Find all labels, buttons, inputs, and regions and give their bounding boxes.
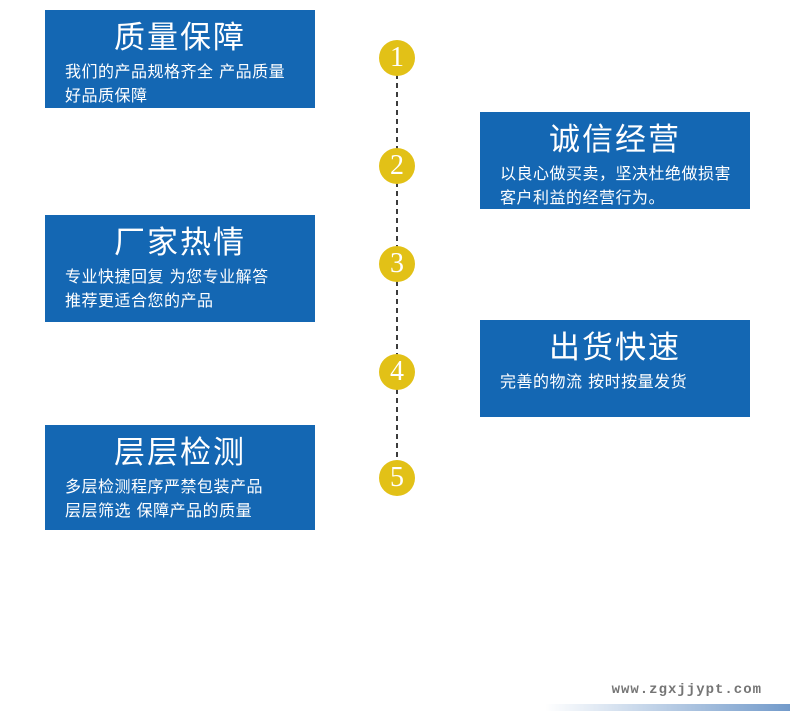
feature-card-title: 层层检测 [114, 435, 246, 471]
description-line-1: 以良心做买卖，坚决杜绝做损害 [500, 164, 732, 183]
step-badge-5: 5 [379, 460, 415, 496]
description-line-2: 好品质保障 [65, 86, 148, 105]
step-badge-4: 4 [379, 354, 415, 390]
feature-card-title: 质量保障 [114, 20, 246, 56]
footer-gradient-bar [545, 704, 790, 711]
description-line-1: 我们的产品规格齐全 产品质量 [65, 62, 286, 81]
feature-card-description: 多层检测程序严禁包装产品 层层筛选 保障产品的质量 [45, 475, 315, 523]
step-number: 2 [390, 150, 404, 181]
feature-card-title: 诚信经营 [549, 122, 681, 158]
description-line-1: 专业快捷回复 为您专业解答 [65, 267, 269, 286]
feature-card-factory-service: 厂家热情 专业快捷回复 为您专业解答 推荐更适合您的产品 [45, 215, 315, 322]
feature-card-honest-business: 诚信经营 以良心做买卖，坚决杜绝做损害 客户利益的经营行为。 [480, 112, 750, 209]
feature-card-layered-inspection: 层层检测 多层检测程序严禁包装产品 层层筛选 保障产品的质量 [45, 425, 315, 530]
feature-card-title: 厂家热情 [114, 225, 246, 261]
step-number: 1 [390, 42, 404, 73]
website-url-watermark: www.zgxjjypt.com [611, 682, 762, 698]
description-line-2: 推荐更适合您的产品 [65, 291, 214, 310]
description-line-2: 客户利益的经营行为。 [500, 188, 666, 207]
feature-card-title: 出货快速 [549, 330, 681, 366]
feature-card-description: 专业快捷回复 为您专业解答 推荐更适合您的产品 [45, 265, 315, 313]
step-number: 4 [390, 356, 404, 387]
description-line-2: 层层筛选 保障产品的质量 [65, 501, 253, 520]
step-number: 3 [390, 248, 404, 279]
step-badge-2: 2 [379, 148, 415, 184]
feature-card-fast-shipping: 出货快速 完善的物流 按时按量发货 [480, 320, 750, 417]
feature-card-description: 完善的物流 按时按量发货 [480, 370, 750, 394]
step-badge-3: 3 [379, 246, 415, 282]
step-badge-1: 1 [379, 40, 415, 76]
feature-card-description: 我们的产品规格齐全 产品质量 好品质保障 [45, 60, 315, 108]
description-line-1: 完善的物流 按时按量发货 [500, 372, 688, 391]
feature-card-description: 以良心做买卖，坚决杜绝做损害 客户利益的经营行为。 [480, 162, 750, 210]
step-number: 5 [390, 462, 404, 493]
description-line-1: 多层检测程序严禁包装产品 [65, 477, 264, 496]
feature-card-quality-assurance: 质量保障 我们的产品规格齐全 产品质量 好品质保障 [45, 10, 315, 108]
